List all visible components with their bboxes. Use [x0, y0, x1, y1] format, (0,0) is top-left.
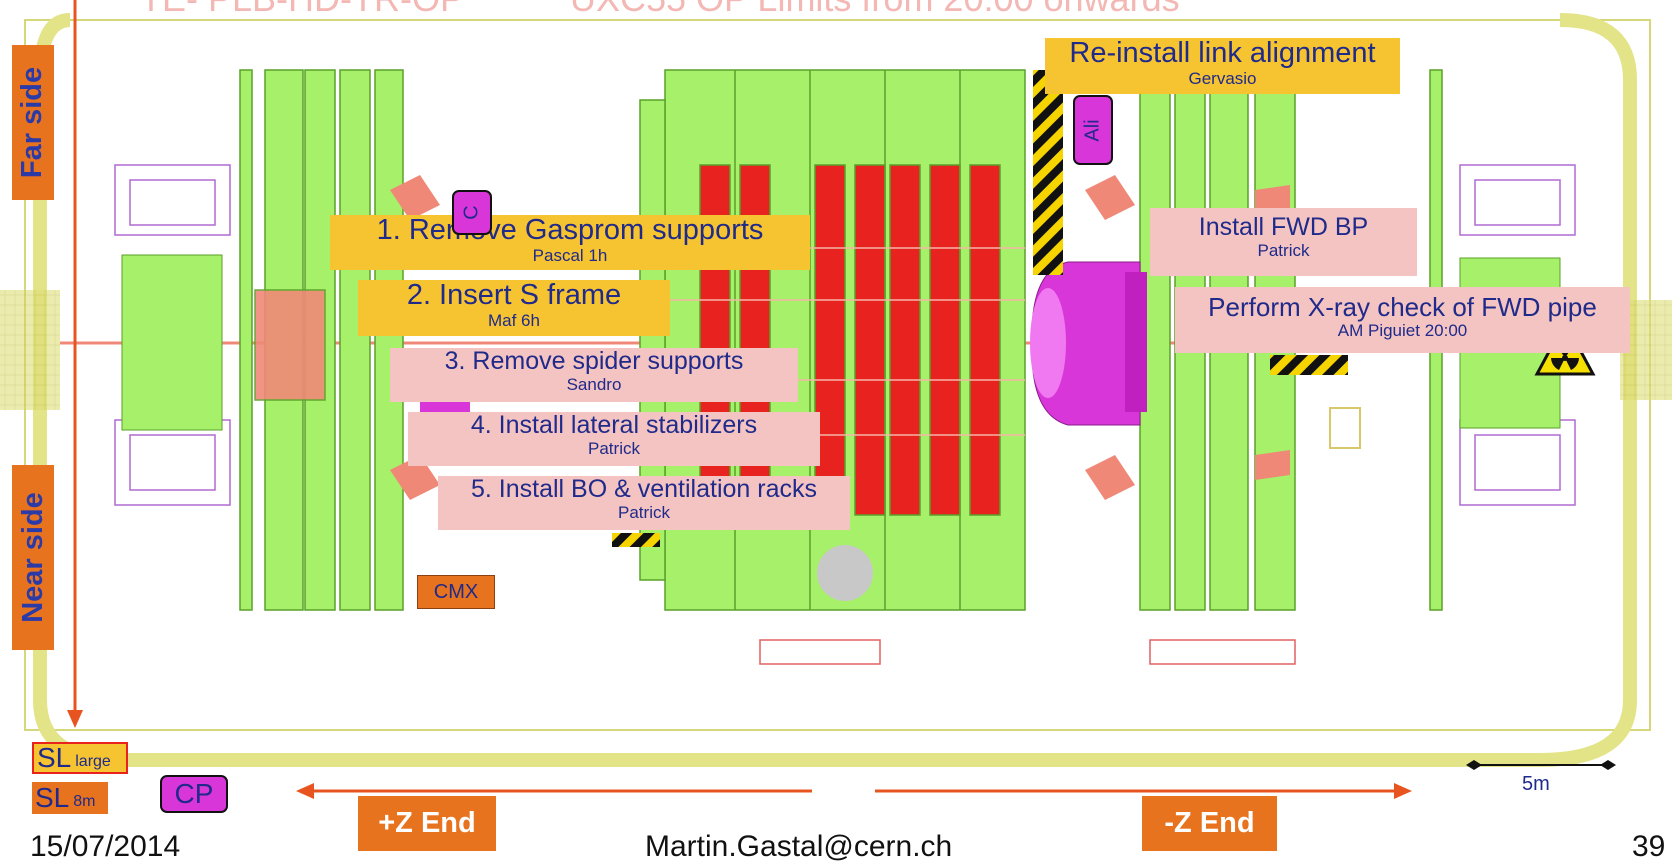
task-label-fwd-bp: Install FWD BP Patrick — [1150, 208, 1417, 276]
task-label-5: 5. Install BO & ventilation racks Patric… — [438, 475, 850, 530]
task-label-xray-check: Perform X-ray check of FWD pipe AM Pigui… — [1175, 287, 1630, 353]
footer-date: 15/07/2014 — [30, 830, 181, 863]
hazard-stripes-icon — [1033, 70, 1063, 275]
task-label-3: 3. Remove spider supports Sandro — [390, 347, 798, 402]
minus-z-arrow — [875, 783, 1412, 799]
near-side-label: Near side — [12, 465, 54, 650]
legend-cp: CP — [160, 775, 228, 813]
plus-z-arrow — [296, 783, 812, 799]
hazard-stripes-icon — [612, 533, 660, 547]
footer-author: Martin.Gastal@cern.ch — [645, 830, 953, 863]
footer-page-number: 39 — [1632, 830, 1666, 863]
task-label-link-alignment: Re-install link alignment Gervasio — [1045, 37, 1400, 94]
far-side-label: Far side — [12, 45, 54, 200]
side-axis-arrow — [67, 0, 83, 728]
plus-z-wheels — [239, 69, 404, 611]
tag-cmx: CMX — [417, 575, 495, 609]
task-label-2: 2. Insert S frame Maf 6h — [358, 279, 670, 336]
minus-z-end-label: -Z End — [1142, 796, 1277, 851]
scale-label: 5m — [1522, 773, 1550, 795]
hazard-stripes-icon — [1270, 355, 1348, 375]
scale-bar — [1466, 760, 1616, 770]
endcap-calorimeter — [1030, 261, 1147, 426]
racks — [759, 639, 1296, 665]
task-label-1: 1. Remove Gasprom supports Pascal 1h — [330, 214, 810, 270]
tag-c: C — [452, 190, 492, 235]
grey-disk — [817, 545, 873, 601]
header-banner-right: UXC55 OP Limits from 20:00 onwards — [570, 0, 1180, 20]
support-brackets — [390, 175, 1290, 500]
tag-ali: Ali — [1073, 95, 1113, 165]
header-banner-left: TE- PLB-HD-TR-OP — [140, 0, 464, 20]
forward-shield-left — [121, 254, 223, 431]
plus-z-end-label: +Z End — [358, 796, 496, 851]
task-label-4: 4. Install lateral stabilizers Patrick — [408, 411, 820, 466]
